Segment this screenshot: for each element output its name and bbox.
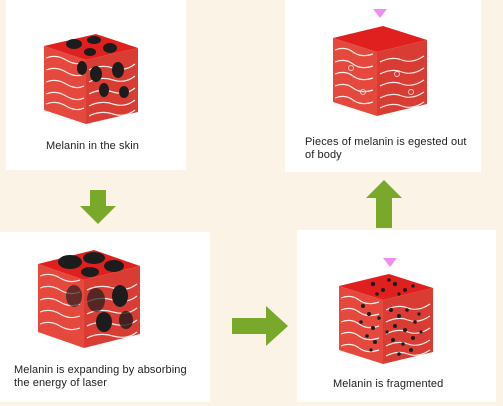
- step-panel-3: Melanin is fragmented: [297, 230, 496, 402]
- skin-cube-melanin-fragmented: [339, 274, 433, 364]
- arrow-up-icon: [366, 180, 402, 228]
- skin-cube-clear: [333, 26, 427, 116]
- step-caption: Melanin in the skin: [46, 140, 140, 152]
- skin-cube-melanin-expanding: [38, 250, 140, 348]
- marker-triangle-icon: [383, 258, 397, 267]
- step-panel-4: Pieces of melanin is egested out of body: [285, 0, 481, 172]
- step-caption: Melanin is fragmented: [333, 378, 444, 390]
- step-panel-1: Melanin in the skin: [6, 0, 186, 170]
- step-caption: Melanin is expanding by absorbing the en…: [14, 364, 187, 389]
- arrow-down-icon: [80, 190, 116, 224]
- marker-triangle-icon: [373, 9, 387, 18]
- step-caption: Pieces of melanin is egested out of body: [305, 136, 467, 161]
- skin-cube-melanin-clusters: [44, 34, 138, 124]
- arrow-right-icon: [232, 306, 288, 346]
- step-panel-2: Melanin is expanding by absorbing the en…: [0, 232, 210, 402]
